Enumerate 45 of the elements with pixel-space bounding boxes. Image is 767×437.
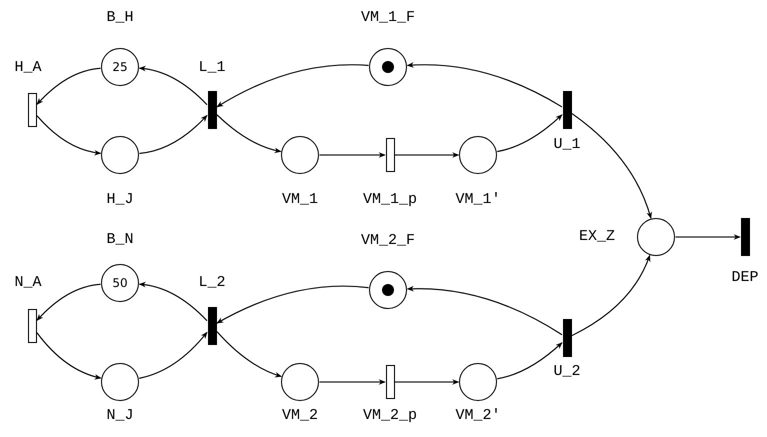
transition-label: N_A (13, 274, 42, 292)
transition-label: H_A (13, 59, 42, 77)
arc-arrow (36, 284, 101, 321)
arc-arrow (139, 332, 208, 379)
arc-arrow (406, 62, 562, 108)
transition-label: L_2 (197, 274, 226, 292)
token-count: 50 (112, 276, 128, 290)
token-count: 25 (112, 60, 128, 74)
place-label: H_J (105, 191, 134, 209)
arc-arrow (572, 254, 650, 336)
arc-arrow (138, 66, 208, 106)
place-label: VM_1' (454, 191, 502, 209)
place-label: N_J (105, 407, 134, 425)
transition-label: VM_1_p (362, 191, 418, 209)
place-label: VM_1 (280, 191, 319, 209)
transition-label: U_1 (552, 136, 582, 154)
arc-arrow (36, 115, 102, 156)
arc-arrow (572, 113, 652, 219)
arc-arrow (497, 114, 563, 152)
place-label: VM_2' (454, 407, 502, 425)
arc-arrow (216, 114, 282, 153)
transition-label: L_1 (197, 59, 226, 77)
arc-arrow (36, 332, 102, 380)
transition-label: DEP (730, 269, 760, 287)
arc-arrow (138, 282, 208, 322)
arc-arrow (395, 379, 460, 385)
arc-arrow (676, 234, 741, 240)
place-label: B_H (105, 9, 134, 27)
arc-arrow (395, 152, 460, 158)
arc-arrow (216, 64, 369, 108)
place-label: VM_2 (280, 407, 319, 425)
arc-arrow (406, 286, 562, 336)
arc-arrow (320, 379, 386, 385)
transition-label: U_2 (552, 363, 582, 381)
place-label: VM_1_F (360, 9, 416, 27)
arc-arrow (216, 286, 369, 324)
place-label: EX_Z (578, 228, 616, 246)
place-label: B_N (105, 231, 134, 249)
arc-arrow (139, 114, 208, 154)
place-label: VM_2_F (360, 232, 416, 250)
arc-arrow (216, 331, 282, 378)
arc-arrow (320, 152, 386, 158)
arc-arrow (497, 342, 563, 380)
arc-arrow (36, 68, 101, 105)
transition-label: VM_2_p (362, 407, 418, 425)
